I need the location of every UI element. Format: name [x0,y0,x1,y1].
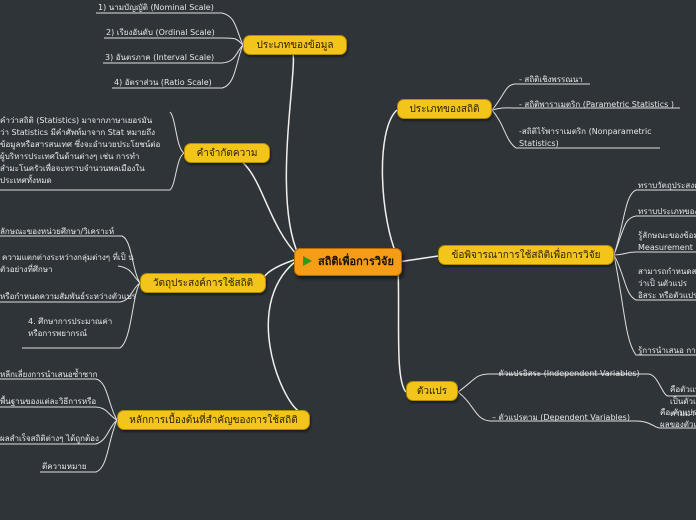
central-topic[interactable]: สถิติเพื่อการวิจัย [294,248,402,276]
leaf-principle-1[interactable]: หลีกเลี่ยงการนำเสนอซ้ำซาก [0,370,98,379]
branch-types-of-statistics[interactable]: ประเภทของสถิติ [397,99,492,119]
leaf-dependent-detail-2: ผลของตัวแ [660,420,696,429]
central-topic-label: สถิติเพื่อการวิจัย [318,255,394,268]
leaf-objective-4[interactable]: 4. ศึกษาการประมาณค่า [28,317,113,326]
leaf-definition-text[interactable]: คำว่าสถิติ (Statistics) มาจากภาษาเยอรมัน… [0,115,161,185]
leaf-objective-2[interactable]: ความแตกต่างระหว่างกลุ่มต่างๆ ที่เป็ น [2,253,134,262]
leaf-objective-4b: หรือการพยากรณ์ [28,329,88,338]
leaf-nonparametric-statistics[interactable]: -สถิติไร้พาราเมตริก (Nonparametric [519,127,652,136]
definition-line: ข้อมูลหรือสารสนเทศ ซึ่งจะอำนวยประโยชน์ต่… [0,140,161,149]
leaf-descriptive-statistics[interactable]: - สถิติเชิงพรรณนา [519,75,583,84]
branch-types-of-data[interactable]: ประเภทของข้อมูล [243,35,347,55]
leaf-consideration-4[interactable]: สามารถกำหนดสถิ [638,267,696,276]
leaf-objective-2b: ตัวอย่างที่ศึกษา [0,265,53,274]
leaf-independent-variables[interactable]: – ตัวแปรอิสระ (Independent Variables) [492,369,640,378]
leaf-parametric-statistics[interactable]: - สถิติพาราเมตริก (Parametric Statistics… [519,100,675,109]
leaf-nominal-scale[interactable]: 1) นามบัญญัติ (Nominal Scale) [98,3,214,12]
leaf-dependent-variables[interactable]: – ตัวแปรตาม (Dependent Variables) [492,413,630,422]
leaf-consideration-3[interactable]: รู้ลักษณะของข้อมู [638,231,696,240]
flag-icon [303,256,312,266]
branch-principles[interactable]: หลักการเบื้องต้นที่สำคัญของการใช้สถิติ [117,410,310,430]
leaf-objective-1[interactable]: ลักษณะของหน่วยศึกษา/วิเคราะห์ [0,227,115,236]
leaf-ratio-scale[interactable]: 4) อัตราส่วน (Ratio Scale) [114,78,212,87]
leaf-consideration-3b: Measurement [638,243,693,252]
leaf-consideration-5[interactable]: รู้การนำเสนอ การ [638,346,696,355]
definition-line: ว่า Statistics มีคำศัพท์มาจาก Stat หมายถ… [0,128,155,137]
leaf-principle-4[interactable]: ตีความหมาย [42,462,87,471]
branch-definition[interactable]: คำจำกัดความ [184,143,270,163]
leaf-consideration-2[interactable]: ทราบประเภทของ [638,207,696,216]
leaf-nonparametric-statistics-b: Statistics) [519,139,559,148]
leaf-principle-3[interactable]: ผลสำเร็จสถิติต่างๆ ได้ถูกต้อง [0,434,99,443]
leaf-independent-detail-2: เป็นตัวแปร [670,397,696,406]
branch-variables[interactable]: ตัวแปร [406,381,458,401]
leaf-objective-3[interactable]: หรือกำหนดความสัมพันธ์ระหว่างตัวแปร [0,292,137,301]
definition-line: คำว่าสถิติ (Statistics) มาจากภาษาเยอรมัน [0,116,153,125]
leaf-consideration-4b: ว่าเป็ นตัวแปร [638,279,688,288]
leaf-consideration-1[interactable]: ทราบวัตถุประสงค์ [638,181,696,190]
leaf-ordinal-scale[interactable]: 2) เรียงอันดับ (Ordinal Scale) [106,28,215,37]
branch-objectives[interactable]: วัตถุประสงค์การใช้สถิติ [140,273,266,293]
branch-considerations[interactable]: ข้อพิจารณาการใช้สถิติเพื่อการวิจัย [438,245,614,265]
leaf-dependent-detail-1[interactable]: คือ ตัวแปร [660,408,696,417]
leaf-principle-2[interactable]: พื้นฐานของแต่ละวิธีการหรือ [0,397,97,406]
leaf-independent-detail-1[interactable]: คือตัวแปร [670,385,696,394]
leaf-interval-scale[interactable]: 3) อันตรภาค (Interval Scale) [105,53,215,62]
definition-line: สำมะโนครัวเพื่อจะทราบจำนวนพลเมืองใน [0,164,145,173]
definition-line: ประเทศทั้งหมด [0,176,52,185]
leaf-independent-detail-3: ตามมา [670,409,695,418]
definition-line: ผู้บริหารประเทศในด้านต่างๆ เช่น การทำ [0,152,140,161]
leaf-consideration-4c: อิสระ หรือตัวแปร [638,291,696,300]
